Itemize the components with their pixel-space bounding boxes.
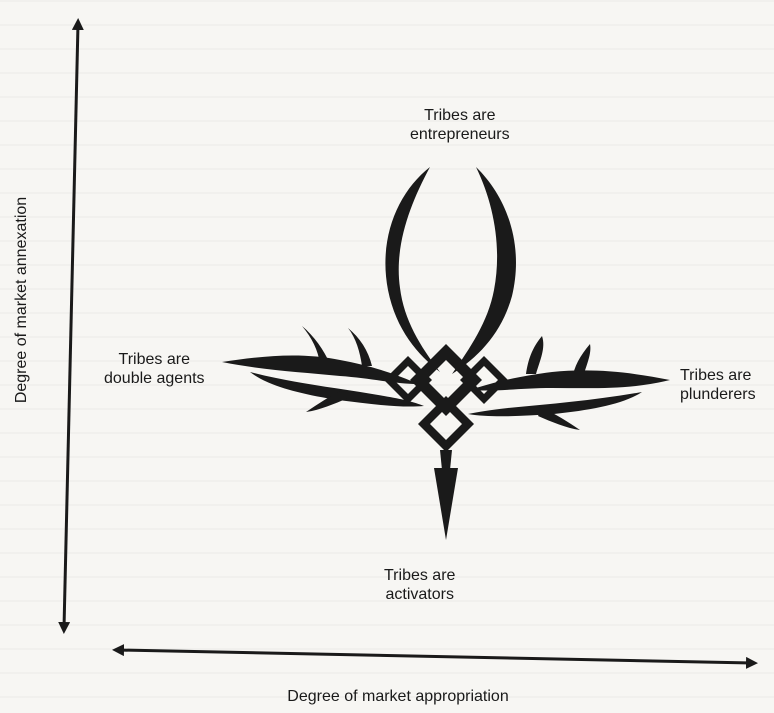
y-axis-label: Degree of market annexation xyxy=(13,197,31,403)
x-axis-arrow xyxy=(118,650,752,663)
label-left-line1: Tribes are xyxy=(104,350,205,369)
label-double-agents: Tribes are double agents xyxy=(104,350,205,388)
label-entrepreneurs: Tribes are entrepreneurs xyxy=(410,106,510,144)
label-right-line1: Tribes are xyxy=(680,366,756,385)
x-axis-label: Degree of market appropriation xyxy=(287,688,508,706)
label-right-line2: plunderers xyxy=(680,385,756,404)
label-top-line1: Tribes are xyxy=(410,106,510,125)
label-top-line2: entrepreneurs xyxy=(410,125,510,144)
y-axis-arrow xyxy=(64,24,78,628)
label-activators: Tribes are activators xyxy=(384,566,455,604)
label-bottom-line2: activators xyxy=(384,585,455,604)
label-left-line2: double agents xyxy=(104,369,205,388)
tribal-tattoo-icon xyxy=(222,167,670,540)
label-plunderers: Tribes are plunderers xyxy=(680,366,756,404)
label-bottom-line1: Tribes are xyxy=(384,566,455,585)
